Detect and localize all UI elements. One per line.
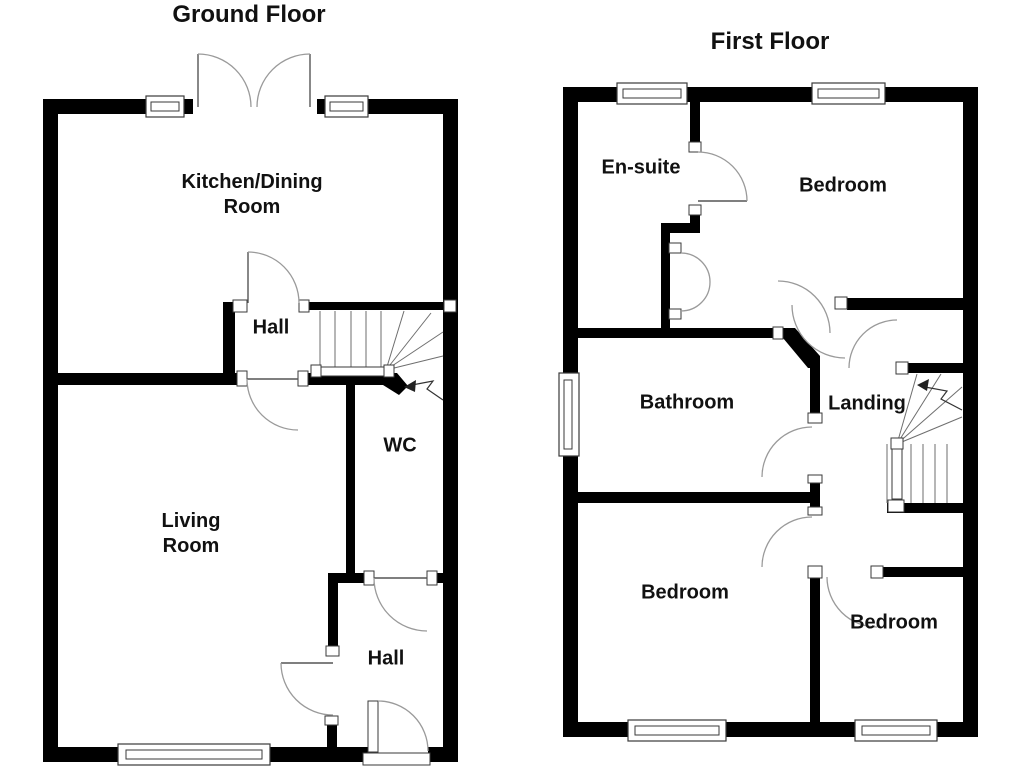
ground-staircase [310, 310, 444, 401]
ground-doors [197, 53, 431, 766]
window-icon [627, 719, 727, 742]
front-entrance-door-icon [362, 700, 431, 766]
room-label-wc: WC [383, 434, 417, 457]
bedroom-top-door-icon [791, 304, 846, 359]
room-label-bedroom-top: Bedroom [799, 174, 887, 197]
first-doors [680, 151, 898, 628]
bedroom-bottom-right-door-icon [826, 576, 878, 628]
double-entry-door-icon [197, 53, 311, 108]
bathroom-side-door-icon [761, 426, 813, 478]
first-interior-walls [578, 102, 963, 722]
ground-windows [117, 95, 369, 766]
room-label-hall-upper: Hall [252, 316, 290, 339]
first-windows [558, 82, 938, 742]
window-icon [854, 719, 938, 742]
window-icon [324, 95, 369, 118]
first-floor-plan [558, 82, 978, 742]
living-room-door-icon [280, 662, 334, 716]
ground-floor-title: Ground Floor [172, 0, 326, 28]
first-door-jambs [668, 141, 909, 579]
first-staircase [886, 373, 963, 513]
hall-living-door-icon [246, 378, 299, 431]
bathroom-landing-door-icon [777, 280, 831, 334]
room-label-hall-lower: Hall [367, 647, 405, 670]
bedroom-bottom-left-door-icon [761, 516, 813, 568]
window-icon [145, 95, 185, 118]
first-outer-walls [563, 87, 978, 737]
cupboard-doors-icon [680, 252, 711, 312]
room-label-living-room: Living Room [161, 510, 221, 557]
room-label-kitchen-dining: Kitchen/Dining Room [181, 171, 323, 218]
room-label-ensuite: En-suite [601, 156, 681, 179]
ground-floor-plan [43, 53, 458, 766]
window-icon [558, 372, 580, 457]
window-icon [117, 743, 271, 766]
ensuite-door-icon [697, 151, 748, 202]
window-icon [811, 82, 886, 105]
room-label-landing: Landing [828, 392, 906, 415]
window-icon [616, 82, 688, 105]
bedroom-right-entry-door-icon [848, 319, 898, 369]
room-label-bedroom-bottom-left: Bedroom [641, 581, 729, 604]
room-label-bathroom: Bathroom [639, 391, 735, 414]
kitchen-hall-door-icon [247, 251, 300, 304]
first-floor-title: First Floor [710, 27, 830, 55]
wc-door-icon [373, 577, 428, 632]
room-label-bedroom-bottom-right: Bedroom [850, 611, 938, 634]
ground-door-jambs [232, 299, 457, 726]
